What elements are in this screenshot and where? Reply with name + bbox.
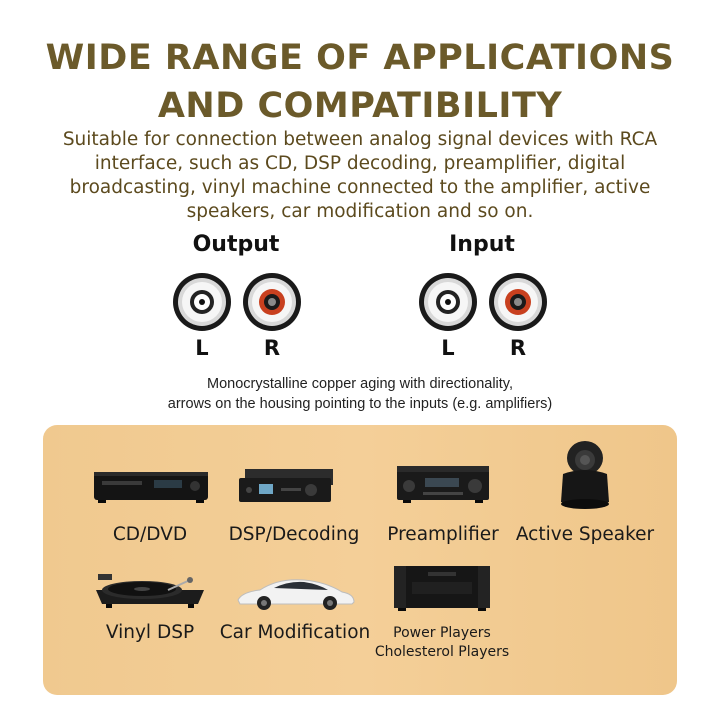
dsp-decoder-icon xyxy=(239,469,333,502)
cd-player-icon xyxy=(94,472,208,503)
input-left-label: L xyxy=(441,336,455,360)
device-label-cd-dvd: CD/DVD xyxy=(112,524,188,545)
device-label-vinyl: Vinyl DSP xyxy=(105,622,195,643)
output-left-label: L xyxy=(195,336,209,360)
input-left-white-jack-icon xyxy=(419,273,477,331)
power-amplifier-icon xyxy=(394,566,490,611)
page-title-line-1: WIDE RANGE OF APPLICATIONS xyxy=(45,38,675,78)
device-label-power-line-2: Cholesterol Players xyxy=(374,644,510,660)
preamplifier-icon xyxy=(397,466,489,503)
device-label-power: Power Players Cholesterol Players xyxy=(364,624,520,662)
output-right-label: R xyxy=(263,336,281,360)
input-right-red-jack-icon xyxy=(489,273,547,331)
car-icon xyxy=(237,579,355,610)
device-label-active-speaker: Active Speaker xyxy=(515,524,655,545)
note-line-2: arrows on the housing pointing to the in… xyxy=(167,396,553,412)
note-text: Monocrystalline copper aging with direct… xyxy=(60,374,660,414)
turntable-icon xyxy=(96,574,204,608)
device-label-car: Car Modification xyxy=(219,622,371,643)
output-left-white-jack-icon xyxy=(173,273,231,331)
active-speaker-icon xyxy=(561,441,609,509)
devices-panel xyxy=(43,425,677,695)
device-label-power-line-1: Power Players xyxy=(393,625,491,641)
output-label: Output xyxy=(192,232,280,257)
input-label: Input xyxy=(449,232,515,257)
input-right-label: R xyxy=(509,336,527,360)
description-text: Suitable for connection between analog s… xyxy=(62,129,658,222)
device-label-dsp: DSP/Decoding xyxy=(228,524,360,545)
note-line-1: Monocrystalline copper aging with direct… xyxy=(207,376,513,392)
device-label-preamplifier: Preamplifier xyxy=(387,524,499,545)
output-right-red-jack-icon xyxy=(243,273,301,331)
page-title-line-2: AND COMPATIBILITY xyxy=(157,86,563,126)
